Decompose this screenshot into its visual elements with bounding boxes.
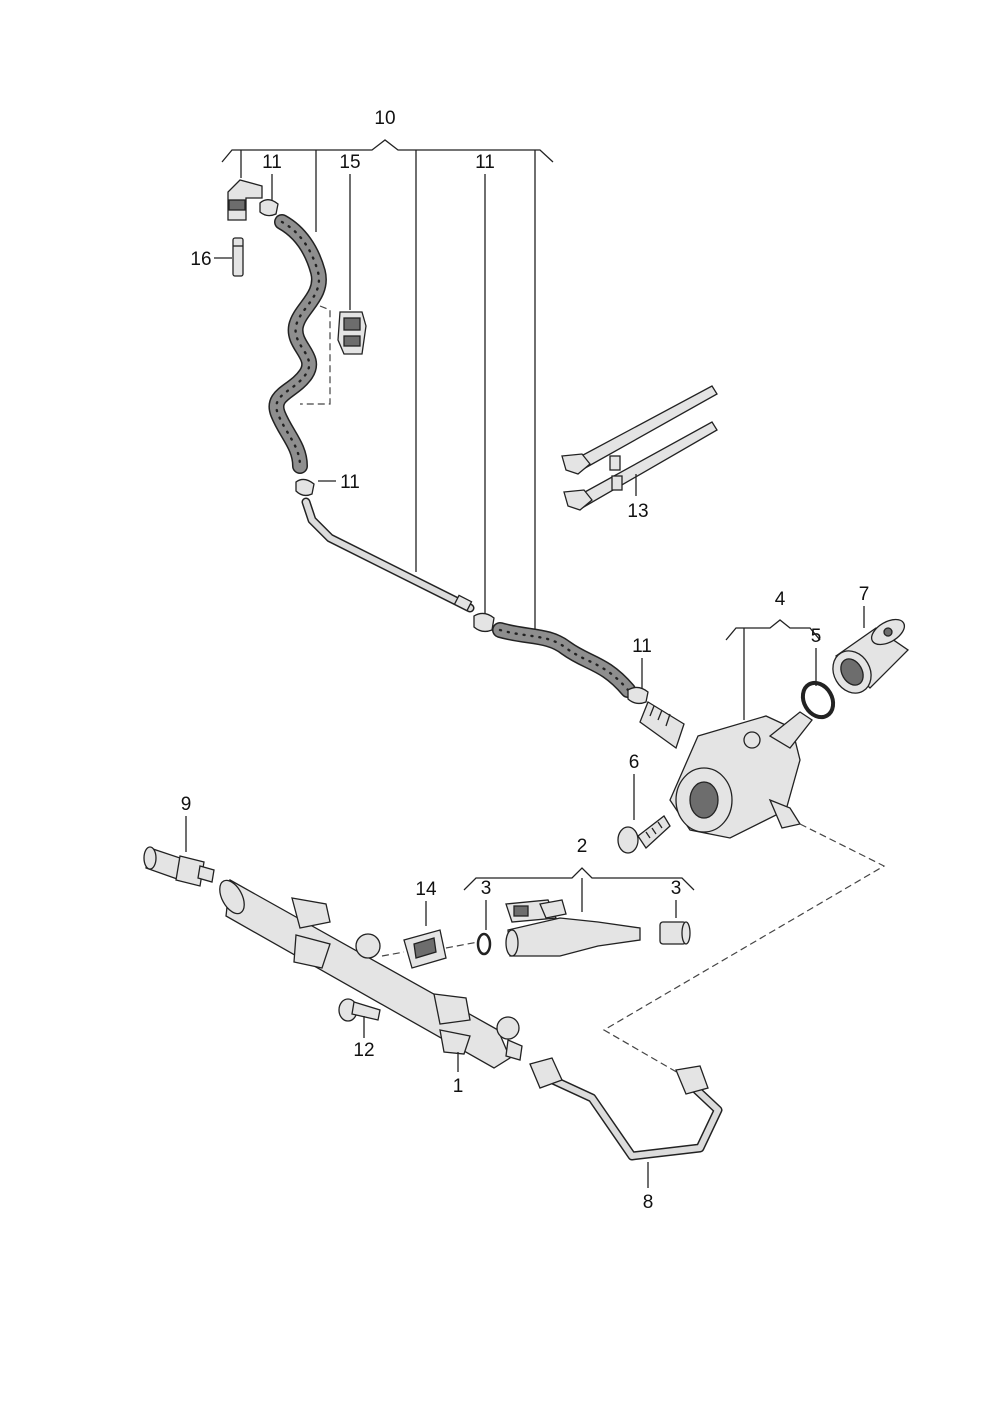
part-5-o-ring — [800, 680, 836, 720]
dash-clip-line — [381, 941, 479, 957]
label-11-top-right: 11 — [475, 152, 495, 173]
label-14: 14 — [415, 879, 437, 900]
clamp-11-middle — [295, 478, 315, 497]
elbow-connector — [227, 179, 263, 221]
label-11-top-left: 11 — [262, 152, 282, 173]
label-12: 12 — [353, 1040, 374, 1061]
part-4-high-pressure-pump — [639, 701, 813, 839]
label-3-left: 3 — [481, 878, 492, 899]
label-10: 10 — [374, 108, 395, 129]
label-1: 1 — [453, 1076, 464, 1097]
part-14-retaining-clip — [403, 929, 447, 969]
label-11-lower-right: 11 — [632, 636, 652, 657]
breather-hose-upper — [268, 214, 327, 474]
label-13: 13 — [627, 501, 648, 522]
bracket-2 — [463, 867, 695, 912]
label-3-right: 3 — [671, 878, 682, 899]
clamp-11-top-left — [259, 199, 279, 217]
clamp-11-pipe-end — [473, 612, 495, 633]
dash-hose-to-15 — [300, 305, 331, 405]
breather-hose-lower — [492, 622, 636, 698]
part-6-bolt — [617, 815, 671, 854]
bracket-10 — [221, 139, 554, 630]
part-9-pressure-sensor — [143, 846, 215, 887]
dash-pump-to-pipe-8 — [602, 823, 886, 1075]
label-11-middle: 11 — [340, 472, 360, 493]
part-12-bolt — [338, 998, 381, 1022]
label-16: 16 — [190, 249, 211, 270]
clamp-11-lower-right — [627, 686, 649, 705]
label-2: 2 — [577, 836, 588, 857]
part-1-fuel-rail — [219, 878, 523, 1069]
label-15: 15 — [339, 152, 360, 173]
label-4: 4 — [775, 589, 786, 610]
label-5: 5 — [811, 626, 822, 647]
part-8-high-pressure-pipe — [529, 1057, 723, 1161]
part-2-injector — [505, 899, 641, 957]
label-8: 8 — [643, 1192, 654, 1213]
part-7-cap — [832, 618, 910, 694]
part-3-seal-right — [659, 921, 691, 945]
label-9: 9 — [181, 794, 192, 815]
label-6: 6 — [629, 752, 640, 773]
part-13-cable-ties — [561, 385, 718, 511]
part-3-seal-left — [476, 932, 492, 956]
bracket-4 — [725, 619, 821, 720]
breather-rigid-pipe — [301, 497, 475, 613]
part-15-holder — [337, 311, 367, 355]
label-7: 7 — [859, 584, 870, 605]
part-16-connector-stub — [232, 237, 244, 277]
